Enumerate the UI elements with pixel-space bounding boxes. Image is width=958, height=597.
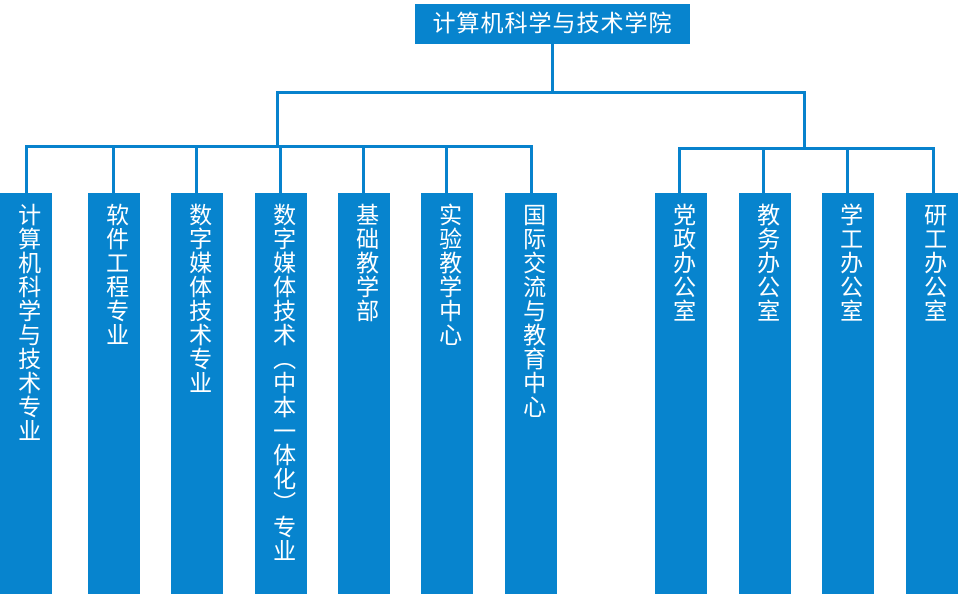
connector-administrative-bar: [678, 147, 935, 150]
connector-stem-administrative-1: [678, 147, 681, 193]
node-academic-1[interactable]: 计算机科学与技术专业: [0, 193, 52, 594]
node-administrative-1[interactable]: 党政办公室: [655, 193, 707, 594]
connector-stem-academic-4: [279, 145, 282, 193]
connector-stem-academic-7: [530, 145, 533, 193]
connector-stem-administrative-4: [932, 147, 935, 193]
node-administrative-4-label: 研工办公室: [919, 203, 946, 323]
connector-stem-academic-3: [195, 145, 198, 193]
node-administrative-4[interactable]: 研工办公室: [906, 193, 958, 594]
node-academic-1-label: 计算机科学与技术专业: [13, 203, 40, 443]
node-academic-5[interactable]: 基础教学部: [338, 193, 390, 594]
node-root-label: 计算机科学与技术学院: [432, 11, 673, 37]
node-academic-5-label: 基础教学部: [351, 203, 378, 323]
node-academic-7-label: 国际交流与教育中心: [518, 203, 545, 419]
node-academic-4[interactable]: 数字媒体技术（中本一体化）专业: [255, 193, 307, 594]
connector-root-stem: [551, 44, 554, 93]
node-academic-3[interactable]: 数字媒体技术专业: [171, 193, 223, 594]
node-academic-6[interactable]: 实验教学中心: [421, 193, 473, 594]
connector-main-bar: [276, 91, 806, 94]
connector-stem-academic-6: [445, 145, 448, 193]
connector-left-branch-drop: [276, 91, 279, 148]
node-academic-2[interactable]: 软件工程专业: [88, 193, 140, 594]
connector-stem-administrative-2: [762, 147, 765, 193]
connector-stem-academic-5: [362, 145, 365, 193]
node-administrative-1-label: 党政办公室: [668, 203, 695, 323]
node-academic-7[interactable]: 国际交流与教育中心: [505, 193, 557, 594]
node-administrative-2[interactable]: 教务办公室: [739, 193, 791, 594]
node-administrative-3[interactable]: 学工办公室: [822, 193, 874, 594]
connector-right-branch-drop: [803, 91, 806, 150]
node-root[interactable]: 计算机科学与技术学院: [415, 4, 690, 44]
node-academic-4-label: 数字媒体技术（中本一体化）专业: [268, 203, 295, 563]
node-academic-6-label: 实验教学中心: [434, 203, 461, 347]
connector-stem-academic-1: [25, 145, 28, 193]
connector-stem-academic-2: [112, 145, 115, 193]
node-academic-2-label: 软件工程专业: [101, 203, 128, 347]
node-academic-3-label: 数字媒体技术专业: [184, 203, 211, 395]
node-administrative-3-label: 学工办公室: [835, 203, 862, 323]
connector-stem-administrative-3: [846, 147, 849, 193]
node-administrative-2-label: 教务办公室: [752, 203, 779, 323]
